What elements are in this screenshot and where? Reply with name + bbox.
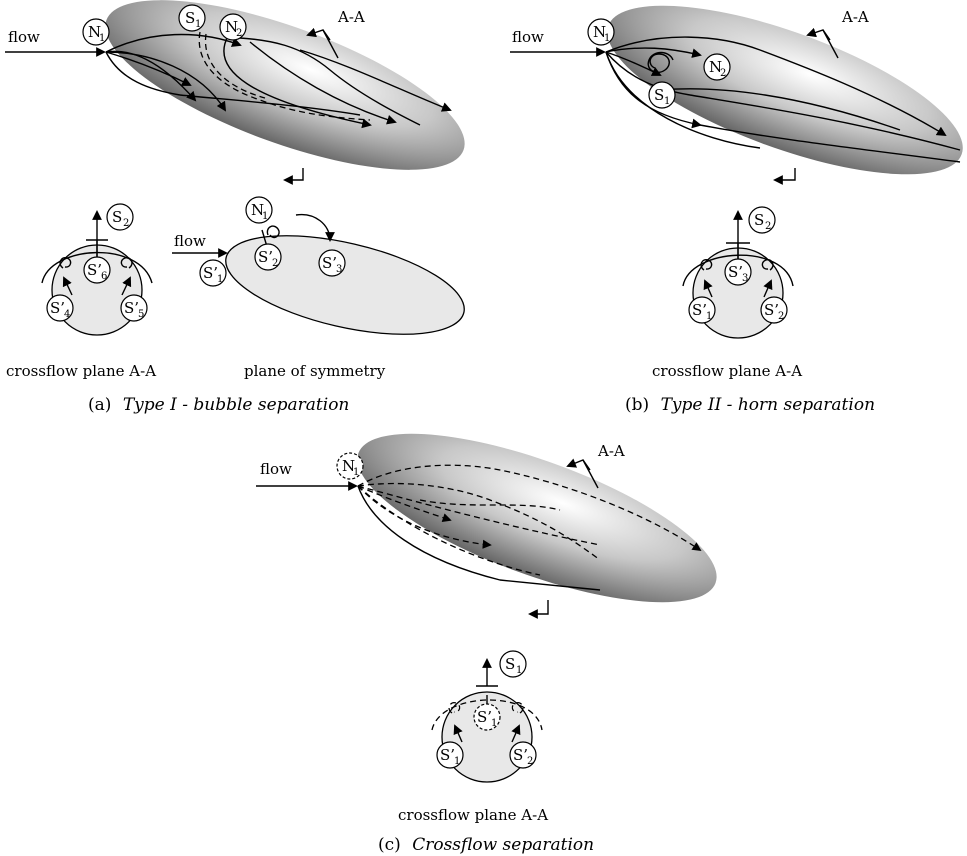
cross-label-b: crossflow plane A-A bbox=[652, 362, 802, 380]
svg-text:S’: S’ bbox=[258, 248, 273, 266]
svg-text:S’: S’ bbox=[692, 301, 707, 319]
svg-text:1: 1 bbox=[217, 274, 223, 285]
flow-label-c: flow bbox=[260, 460, 292, 478]
svg-text:S: S bbox=[185, 9, 195, 27]
sym-flow-label-a: flow bbox=[174, 232, 206, 250]
svg-text:S: S bbox=[112, 208, 122, 226]
node-b-cross-S2b: S’ 2 bbox=[760, 296, 788, 324]
node-a-N2: N 2 bbox=[219, 13, 247, 41]
svg-text:1: 1 bbox=[604, 33, 610, 44]
caption-a: (a) Type I - bubble separation bbox=[88, 395, 349, 415]
crossflow-plane-c bbox=[431, 658, 543, 783]
svg-text:S’: S’ bbox=[50, 299, 65, 317]
node-a-cross-S6: S’ 6 bbox=[83, 256, 111, 284]
svg-text:3: 3 bbox=[742, 273, 748, 284]
svg-text:S’: S’ bbox=[322, 254, 337, 272]
node-a-cross-S5: S’ 5 bbox=[120, 294, 148, 322]
svg-text:6: 6 bbox=[101, 271, 107, 282]
svg-text:2: 2 bbox=[720, 68, 726, 79]
caption-b: (b) Type II - horn separation bbox=[625, 395, 875, 415]
svg-text:S’: S’ bbox=[124, 299, 139, 317]
svg-text:S’: S’ bbox=[513, 746, 528, 764]
body-c bbox=[357, 433, 717, 603]
svg-text:S: S bbox=[505, 655, 515, 673]
body-a bbox=[105, 0, 465, 170]
flow-label-b: flow bbox=[512, 28, 544, 46]
svg-text:2: 2 bbox=[765, 221, 771, 232]
node-a-cross-S4: S’ 4 bbox=[46, 294, 74, 322]
node-c-N1: N 1 bbox=[336, 452, 364, 480]
node-a-sym-S3: S’ 3 bbox=[318, 249, 346, 277]
skin-friction-lines-b bbox=[605, 36, 961, 163]
skin-friction-lines-a bbox=[105, 31, 452, 129]
node-c-cross-S1l: S’ 1 bbox=[436, 741, 464, 769]
panel-b: flow N 1 N 2 S 1 A- bbox=[510, 5, 963, 415]
svg-text:1: 1 bbox=[491, 718, 497, 729]
svg-text:S’: S’ bbox=[203, 264, 218, 282]
svg-text:N: N bbox=[225, 18, 238, 36]
svg-text:3: 3 bbox=[336, 264, 342, 275]
svg-text:N: N bbox=[709, 58, 722, 76]
body-b bbox=[607, 5, 963, 175]
svg-text:5: 5 bbox=[138, 309, 144, 320]
flow-label-a: flow bbox=[8, 28, 40, 46]
caption-c: (c) Crossflow separation bbox=[378, 835, 594, 855]
section-label-b: A-A bbox=[841, 8, 869, 26]
svg-text:1: 1 bbox=[262, 211, 268, 222]
svg-text:1: 1 bbox=[516, 665, 522, 676]
cross-label-c: crossflow plane A-A bbox=[398, 806, 548, 824]
skin-friction-lines-c bbox=[357, 464, 702, 591]
node-b-S1: S 1 bbox=[648, 81, 676, 109]
node-c-cross-S1c: S’ 1 bbox=[473, 703, 501, 731]
node-c-cross-S2: S’ 2 bbox=[509, 741, 537, 769]
sym-label-a: plane of symmetry bbox=[244, 362, 386, 380]
svg-text:S’: S’ bbox=[728, 263, 743, 281]
svg-text:1: 1 bbox=[454, 756, 460, 767]
cross-label-a: crossflow plane A-A bbox=[6, 362, 156, 380]
node-a-N1: N 1 bbox=[82, 18, 110, 46]
section-label-a: A-A bbox=[337, 8, 365, 26]
node-a-S1: S 1 bbox=[178, 4, 206, 32]
svg-text:1: 1 bbox=[99, 33, 105, 44]
crossflow-plane-a bbox=[41, 210, 153, 336]
svg-text:S’: S’ bbox=[87, 261, 102, 279]
svg-text:1: 1 bbox=[195, 19, 201, 30]
svg-text:S’: S’ bbox=[764, 301, 779, 319]
panel-c: flow N 1 A-A bbox=[256, 433, 717, 855]
svg-text:S: S bbox=[754, 211, 764, 229]
node-b-cross-S2: S 2 bbox=[748, 206, 776, 234]
svg-text:2: 2 bbox=[123, 218, 129, 229]
svg-text:N: N bbox=[251, 201, 264, 219]
svg-text:N: N bbox=[342, 457, 355, 475]
panel-a: flow N 1 S 1 N bbox=[5, 0, 465, 415]
node-a-sym-S1: S’ 1 bbox=[199, 259, 227, 287]
svg-text:4: 4 bbox=[64, 309, 70, 320]
node-c-cross-S1: S 1 bbox=[499, 650, 527, 678]
svg-text:S’: S’ bbox=[440, 746, 455, 764]
symmetry-plane-a bbox=[172, 213, 465, 335]
node-b-cross-S1: S’ 1 bbox=[688, 296, 716, 324]
node-a-sym-S2: S’ 2 bbox=[254, 243, 282, 271]
node-a-cross-S2: S 2 bbox=[106, 203, 134, 231]
svg-text:N: N bbox=[593, 23, 606, 41]
svg-text:N: N bbox=[88, 23, 101, 41]
node-b-N2: N 2 bbox=[703, 53, 731, 81]
section-label-c: A-A bbox=[597, 442, 625, 460]
svg-text:2: 2 bbox=[236, 28, 242, 39]
svg-text:2: 2 bbox=[778, 311, 784, 322]
svg-text:2: 2 bbox=[272, 258, 278, 269]
svg-text:S: S bbox=[654, 86, 664, 104]
svg-text:2: 2 bbox=[527, 756, 533, 767]
node-b-N1: N 1 bbox=[587, 18, 615, 46]
svg-text:S’: S’ bbox=[477, 708, 492, 726]
svg-text:1: 1 bbox=[664, 96, 670, 107]
crossflow-plane-b bbox=[682, 210, 794, 339]
node-a-sym-N1: N 1 bbox=[245, 196, 273, 224]
svg-text:1: 1 bbox=[353, 467, 359, 478]
node-b-cross-S3: S’ 3 bbox=[724, 258, 752, 286]
svg-text:1: 1 bbox=[706, 311, 712, 322]
